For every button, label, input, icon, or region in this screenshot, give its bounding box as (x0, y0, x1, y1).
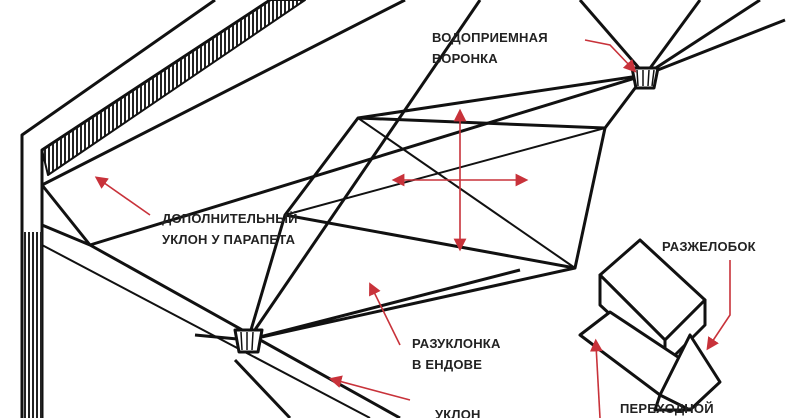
razzhelobok-block (578, 238, 722, 412)
label-uklon: УКЛОН (435, 407, 481, 418)
label-funnel-line1: ВОДОПРИЕМНАЯ (432, 30, 548, 45)
parapet-upper (20, 0, 216, 418)
label-funnel-line2: ВОРОНКА (432, 51, 498, 66)
label-parapet-line2: УКЛОН У ПАРАПЕТА (162, 232, 296, 247)
label-razuklonka: РАЗУКЛОНКА В ЕНДОВЕ (412, 333, 501, 375)
label-parapet-line1: ДОПОЛНИТЕЛЬНЫЙ (162, 211, 298, 226)
parapet-lower (41, 223, 401, 418)
funnel-icon-bottom (233, 328, 264, 354)
label-razuklonka-line2: В ЕНДОВЕ (412, 357, 483, 372)
label-perekhodnoy: ПЕРЕХОДНОЙ (620, 401, 714, 416)
funnel-icon-top (630, 66, 660, 90)
label-razuklonka-line1: РАЗУКЛОНКА (412, 336, 501, 351)
label-funnel: ВОДОПРИЕМНАЯ ВОРОНКА (432, 27, 548, 69)
label-razzhelobok: РАЗЖЕЛОБОК (662, 239, 756, 254)
label-parapet-slope: ДОПОЛНИТЕЛЬНЫЙ УКЛОН У ПАРАПЕТА (162, 208, 298, 250)
